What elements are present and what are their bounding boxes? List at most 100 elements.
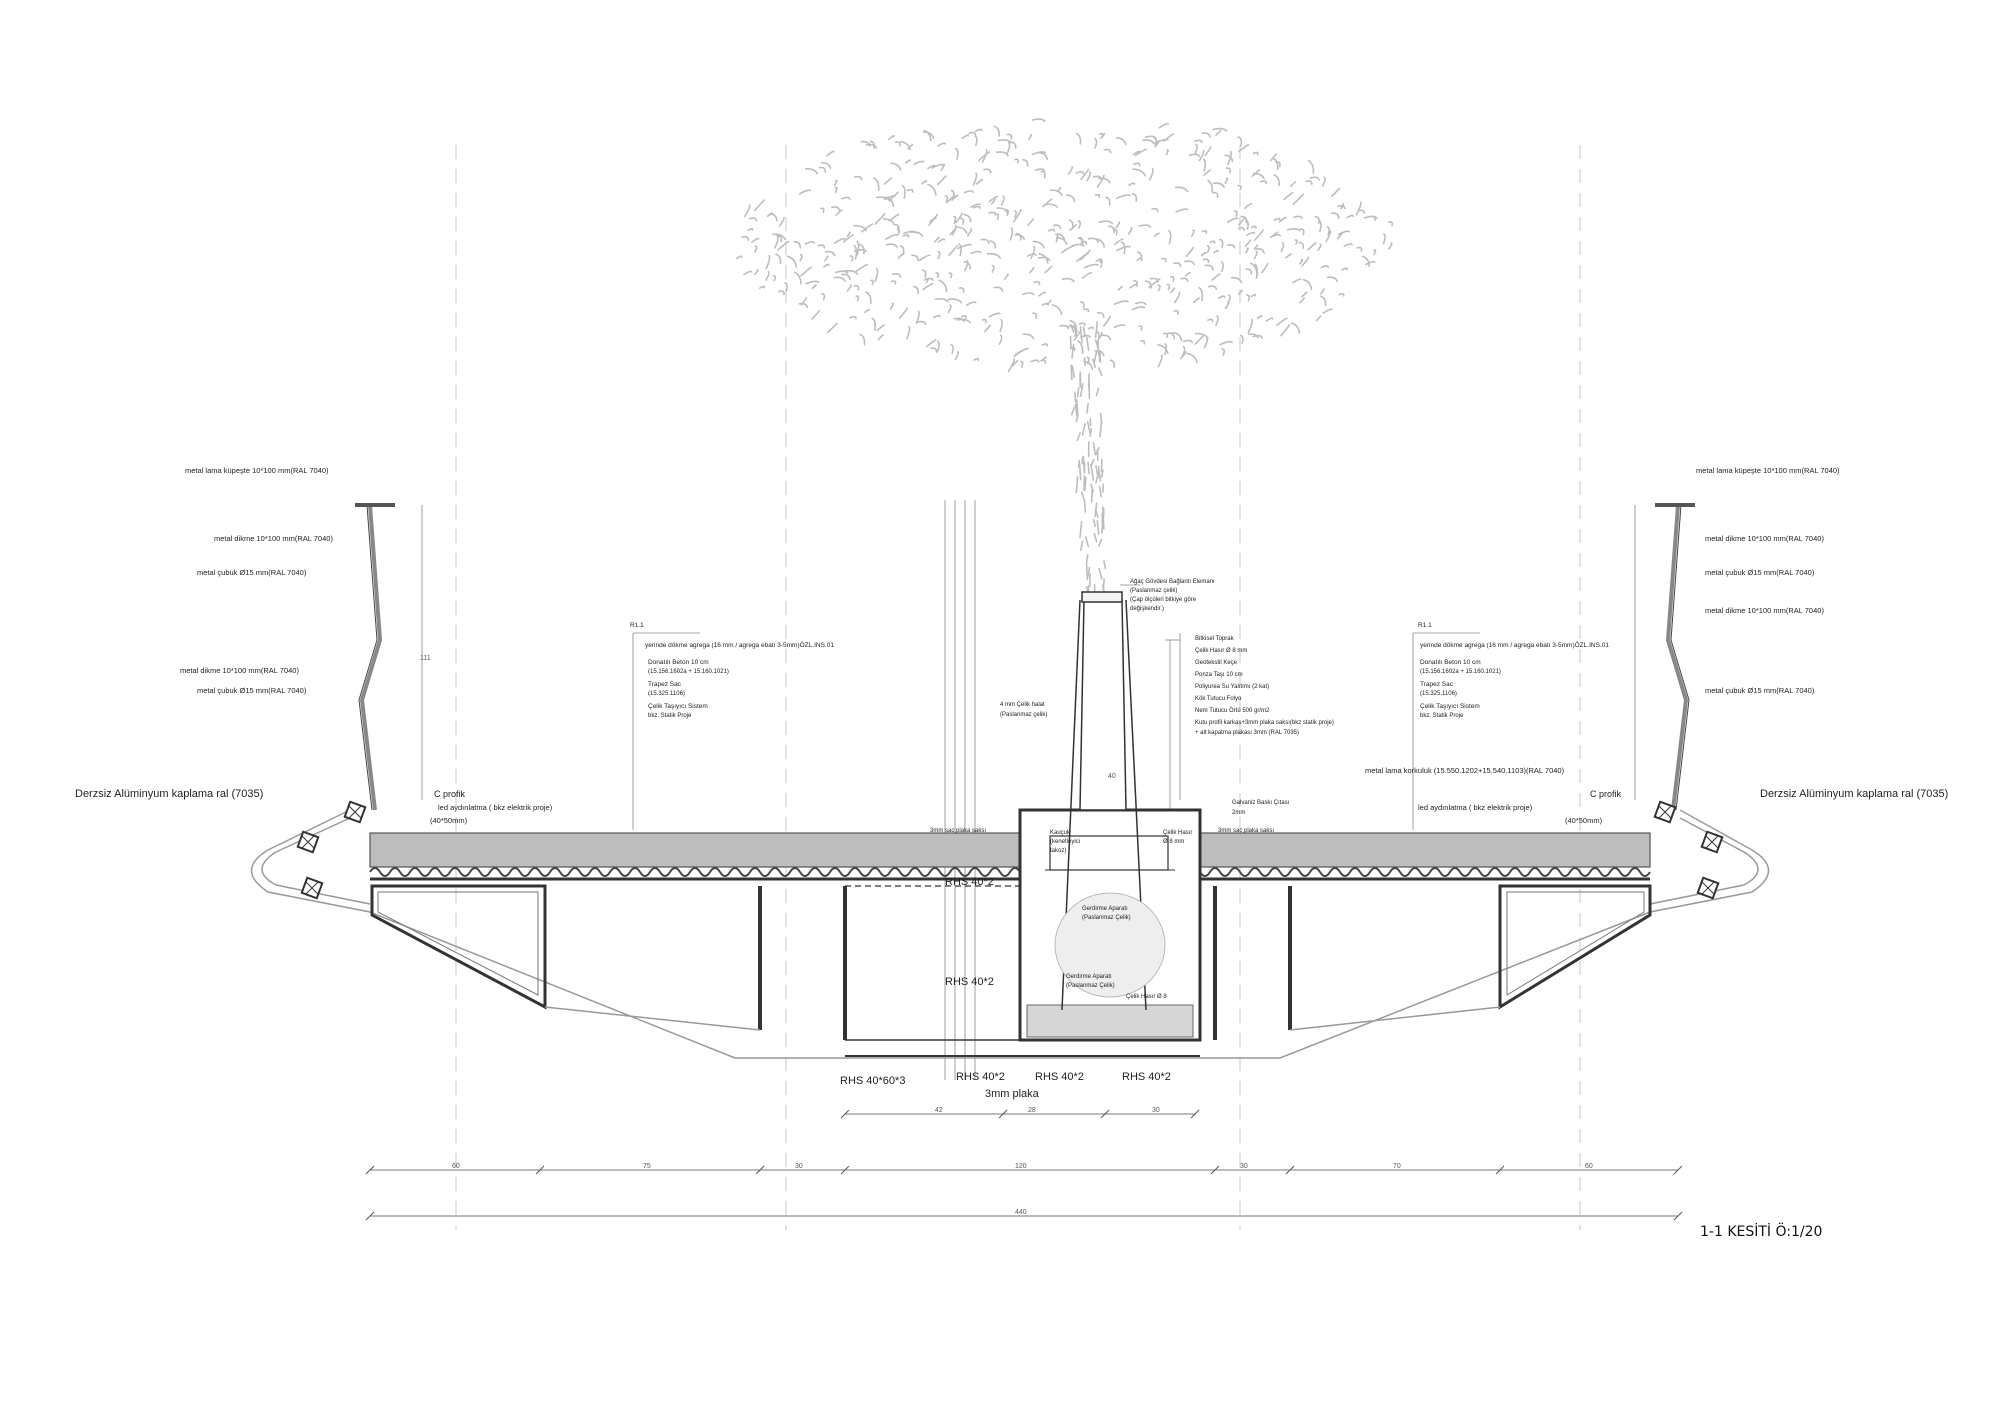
trunk-stroke — [1080, 491, 1086, 501]
foliage-stroke — [1317, 243, 1322, 251]
foliage-stroke — [907, 143, 914, 150]
trunk-stroke — [1086, 402, 1089, 414]
foliage-stroke — [1116, 245, 1131, 252]
foliage-stroke — [823, 263, 830, 268]
foliage-stroke — [1083, 263, 1099, 269]
rubber-label-3: takoz) — [1050, 848, 1066, 854]
mesh-label-3: Çelik Hasır Ø 8 — [1126, 994, 1167, 1000]
cable-label-2: (Paslanmaz çelik) — [1000, 712, 1047, 718]
foliage-stroke — [1041, 343, 1049, 347]
foliage-stroke — [820, 207, 825, 214]
foliage-stroke — [948, 272, 953, 279]
foliage-stroke — [1066, 194, 1076, 203]
trunk-stroke — [1087, 461, 1090, 475]
foliage-stroke — [811, 309, 821, 320]
foliage-stroke — [778, 290, 785, 296]
foliage-stroke — [1014, 210, 1018, 219]
layer-2s-right: (15.156.1602a + 15.160.1021) — [1420, 669, 1501, 675]
foliage-stroke — [853, 244, 858, 260]
trunk-stroke — [1090, 458, 1095, 467]
rubber-label-2: (kenetleyici — [1050, 839, 1080, 845]
foliage-stroke — [988, 211, 997, 216]
foliage-stroke — [1318, 219, 1322, 233]
foliage-stroke — [1041, 302, 1049, 306]
rhs-label-f: RHS 40*2 — [1122, 1071, 1171, 1083]
tension-label-4: (Paslanmaz Çelik) — [1066, 983, 1115, 989]
foliage-stroke — [963, 261, 971, 270]
foliage-stroke — [1237, 136, 1243, 147]
foliage-stroke — [772, 275, 777, 282]
foliage-stroke — [747, 227, 754, 232]
trunk-stroke — [1076, 432, 1081, 442]
foliage-stroke — [1157, 284, 1161, 292]
trunk-stroke — [1075, 399, 1079, 414]
foliage-stroke — [1073, 329, 1078, 337]
foliage-stroke — [1173, 291, 1181, 304]
bracket-cross — [1705, 835, 1719, 849]
planter-layer: + alt kapatma plakası 3mm (RAL 7035) — [1195, 730, 1299, 736]
foliage-stroke — [1069, 223, 1077, 231]
foliage-stroke — [983, 168, 992, 174]
foliage-stroke — [1127, 226, 1133, 235]
foliage-stroke — [991, 264, 995, 273]
foliage-stroke — [961, 314, 967, 319]
foliage-stroke — [1142, 139, 1155, 145]
foliage-stroke — [1252, 334, 1263, 339]
foliage-stroke — [883, 177, 893, 185]
foliage-stroke — [1132, 168, 1147, 177]
foliage-stroke — [919, 254, 931, 261]
foliage-stroke — [889, 191, 899, 201]
foliage-stroke — [1224, 177, 1229, 184]
trunk-stroke — [1074, 391, 1077, 403]
foliage-stroke — [754, 269, 759, 276]
foliage-stroke — [955, 212, 963, 224]
cladding-label-right: Derzsiz Alüminyum kaplama ral (7035) — [1760, 788, 1948, 800]
foliage-stroke — [1095, 238, 1105, 248]
foliage-stroke — [963, 213, 972, 223]
trunk-stroke — [1079, 540, 1084, 552]
foliage-stroke — [1003, 273, 1009, 280]
layer-4s-right: bkz. Statik Proje — [1420, 713, 1464, 719]
foliage-stroke — [1117, 285, 1123, 291]
foliage-stroke — [1105, 196, 1111, 206]
foliage-stroke — [1040, 170, 1046, 179]
foliage-stroke — [955, 226, 968, 234]
foliage-stroke — [1224, 300, 1230, 310]
foliage-stroke — [874, 212, 886, 225]
foliage-stroke — [1173, 310, 1179, 315]
foliage-stroke — [1265, 317, 1274, 322]
planter-layer: Geotekstil Keçe — [1195, 660, 1238, 666]
foliage-stroke — [769, 213, 778, 222]
foliage-stroke — [1022, 292, 1035, 296]
foliage-stroke — [1113, 324, 1126, 329]
foliage-stroke — [1113, 300, 1129, 305]
trunk-stroke — [1092, 358, 1096, 369]
foliage-stroke — [804, 168, 819, 175]
foliage-stroke — [786, 255, 798, 268]
foliage-stroke — [826, 322, 838, 334]
foliage-stroke — [1356, 246, 1363, 252]
foliage-stroke — [1099, 257, 1103, 268]
trunk-stroke — [1096, 520, 1100, 535]
trunk-stroke — [1083, 357, 1086, 367]
foliage-stroke — [1269, 153, 1277, 162]
trunk-stroke — [1076, 387, 1080, 398]
galvanized-label-1: Galvaniz Baskı Çıtası — [1232, 800, 1290, 806]
foliage-stroke — [1203, 169, 1212, 176]
galvanized-label-2: 2mm — [1232, 810, 1245, 816]
c-profile-size-right: (40*50mm) — [1565, 816, 1603, 825]
layer-3s-left: (15.325.1106) — [648, 691, 685, 697]
foliage-stroke — [833, 179, 838, 186]
foliage-stroke — [849, 255, 854, 262]
led-label-right: led aydınlatma ( bkz elektrik proje) — [1418, 803, 1533, 812]
foliage-stroke — [1285, 253, 1292, 259]
foliage-stroke — [926, 339, 937, 348]
layer-3-left: Trapez Sac — [648, 681, 682, 688]
foliage-stroke — [888, 213, 900, 222]
trunk-stroke — [1094, 339, 1099, 349]
tree-connector-label-2: (Paslanmaz çelik) — [1130, 588, 1177, 594]
led-label-left: led aydınlatma ( bkz elektrik proje) — [438, 803, 553, 812]
dim-tick — [1190, 1109, 1200, 1119]
foliage-stroke — [1186, 352, 1198, 364]
foliage-stroke — [784, 282, 788, 292]
